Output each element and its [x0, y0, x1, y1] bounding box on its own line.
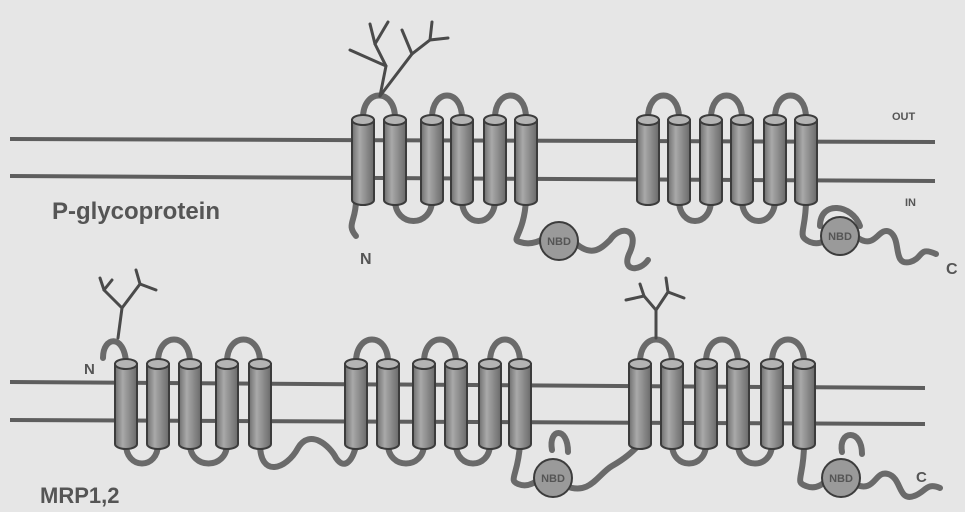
- mrp-helices-group-2-helix-1: [345, 364, 367, 449]
- pgp-helices-group-2-helix-6-cap: [795, 115, 817, 125]
- out-label: OUT: [892, 111, 916, 123]
- pgp-nbd-2-label: NBD: [828, 231, 852, 243]
- mrp-helices-group-2-helix-1-cap: [345, 359, 367, 369]
- mrp-nbd-2-label: NBD: [829, 473, 853, 485]
- pgp-c-terminus-label: C: [946, 261, 958, 278]
- mrp-glycosylation-2: [626, 278, 684, 338]
- pgp-helices-group-2-helix-2: [668, 120, 690, 205]
- pgp-nbd-1: NBD: [540, 222, 578, 260]
- pgp-helices-group-1-helix-4-cap: [451, 115, 473, 125]
- pgp-helices-group-1-helix-3-cap: [421, 115, 443, 125]
- pgp-helices-group-2-helix-1-cap: [637, 115, 659, 125]
- mrp-helices-group-2-helix-6: [509, 364, 531, 449]
- mrp-helices-group-3-helix-1: [629, 364, 651, 449]
- mrp-helices: [115, 359, 815, 449]
- mrp-glycosylation-1: [100, 270, 156, 338]
- pgp-helices-group-2-helix-3-cap: [700, 115, 722, 125]
- mrp-helices-group-2-helix-6-cap: [509, 359, 531, 369]
- mrp-helices-group-3-helix-1-cap: [629, 359, 651, 369]
- pgp-title: P-glycoprotein: [52, 198, 220, 225]
- pgp-helices-group-1-helix-1: [352, 120, 374, 205]
- mrp-nbd-2: NBD: [822, 459, 860, 497]
- mrp-title: MRP1,2: [40, 483, 119, 508]
- mrp-nbd-1-label: NBD: [541, 473, 565, 485]
- mrp-helices-group-1-helix-3: [179, 364, 201, 449]
- mrp-helices-group-1-helix-3-cap: [179, 359, 201, 369]
- mrp-helices-group-3-helix-6: [793, 364, 815, 449]
- pgp-nbd-1-label: NBD: [547, 236, 571, 248]
- mrp-helices-group-1-helix-1: [115, 364, 137, 449]
- mrp-helices-group-1-helix-5: [249, 364, 271, 449]
- mrp-helices-group-1-helix-4-cap: [216, 359, 238, 369]
- pgp-nbd-2: NBD: [821, 217, 859, 255]
- mrp-helices-group-3-helix-3: [695, 364, 717, 449]
- pgp-helices-group-2-helix-2-cap: [668, 115, 690, 125]
- mrp-helices-group-1-helix-2-cap: [147, 359, 169, 369]
- pgp-helices-group-1-helix-1-cap: [352, 115, 374, 125]
- mrp-helices-group-1-helix-4: [216, 364, 238, 449]
- pgp-helices-group-2-helix-1: [637, 120, 659, 205]
- mrp-helices-group-3-helix-2: [661, 364, 683, 449]
- mrp-c-terminus-label: C: [916, 469, 927, 486]
- pgp-helices-group-2-helix-5-cap: [764, 115, 786, 125]
- pgp-structure: NBD NBD P-glycoprotein OUT IN N C: [10, 22, 958, 278]
- mrp-nbd-1: NBD: [534, 459, 572, 497]
- pgp-helices-group-2-helix-6: [795, 120, 817, 205]
- pgp-glycosylation: [350, 22, 448, 96]
- mrp-helices-group-1-helix-1-cap: [115, 359, 137, 369]
- mrp-helices-group-2-helix-5: [479, 364, 501, 449]
- pgp-helices-group-1-helix-2-cap: [384, 115, 406, 125]
- pgp-helices-group-1-helix-6-cap: [515, 115, 537, 125]
- mrp-helices-group-1-helix-2: [147, 364, 169, 449]
- pgp-helices-group-1-helix-5: [484, 120, 506, 205]
- mrp-helices-group-2-helix-4-cap: [445, 359, 467, 369]
- mrp-helices-group-2-helix-3: [413, 364, 435, 449]
- mrp-structure: NBD NBD MRP1,2 N C: [10, 270, 940, 508]
- pgp-helices-group-1-helix-6: [515, 120, 537, 205]
- pgp-helices-group-1-helix-4: [451, 120, 473, 205]
- mrp-helices-group-3-helix-4: [727, 364, 749, 449]
- in-label: IN: [905, 197, 916, 209]
- mrp-helices-group-3-helix-4-cap: [727, 359, 749, 369]
- pgp-helices-group-1-helix-5-cap: [484, 115, 506, 125]
- mrp-helices-group-3-helix-6-cap: [793, 359, 815, 369]
- pgp-helices-group-1-helix-3: [421, 120, 443, 205]
- mrp-helices-group-2-helix-2: [377, 364, 399, 449]
- pgp-n-terminus-label: N: [360, 251, 372, 268]
- pgp-helices: [352, 115, 817, 205]
- mrp-helices-group-3-helix-5-cap: [761, 359, 783, 369]
- mrp-helices-group-2-helix-3-cap: [413, 359, 435, 369]
- pgp-helices-group-2-helix-5: [764, 120, 786, 205]
- pgp-helices-group-2-helix-4: [731, 120, 753, 205]
- mrp-helices-group-1-helix-5-cap: [249, 359, 271, 369]
- mrp-helices-group-2-helix-2-cap: [377, 359, 399, 369]
- mrp-helices-group-2-helix-5-cap: [479, 359, 501, 369]
- pgp-helices-group-1-helix-2: [384, 120, 406, 205]
- mrp-helices-group-3-helix-5: [761, 364, 783, 449]
- mrp-helices-group-3-helix-2-cap: [661, 359, 683, 369]
- mrp-helices-group-2-helix-4: [445, 364, 467, 449]
- mrp-n-terminus-label: N: [84, 361, 95, 378]
- pgp-helices-group-2-helix-3: [700, 120, 722, 205]
- pgp-helices-group-2-helix-4-cap: [731, 115, 753, 125]
- mrp-helices-group-3-helix-3-cap: [695, 359, 717, 369]
